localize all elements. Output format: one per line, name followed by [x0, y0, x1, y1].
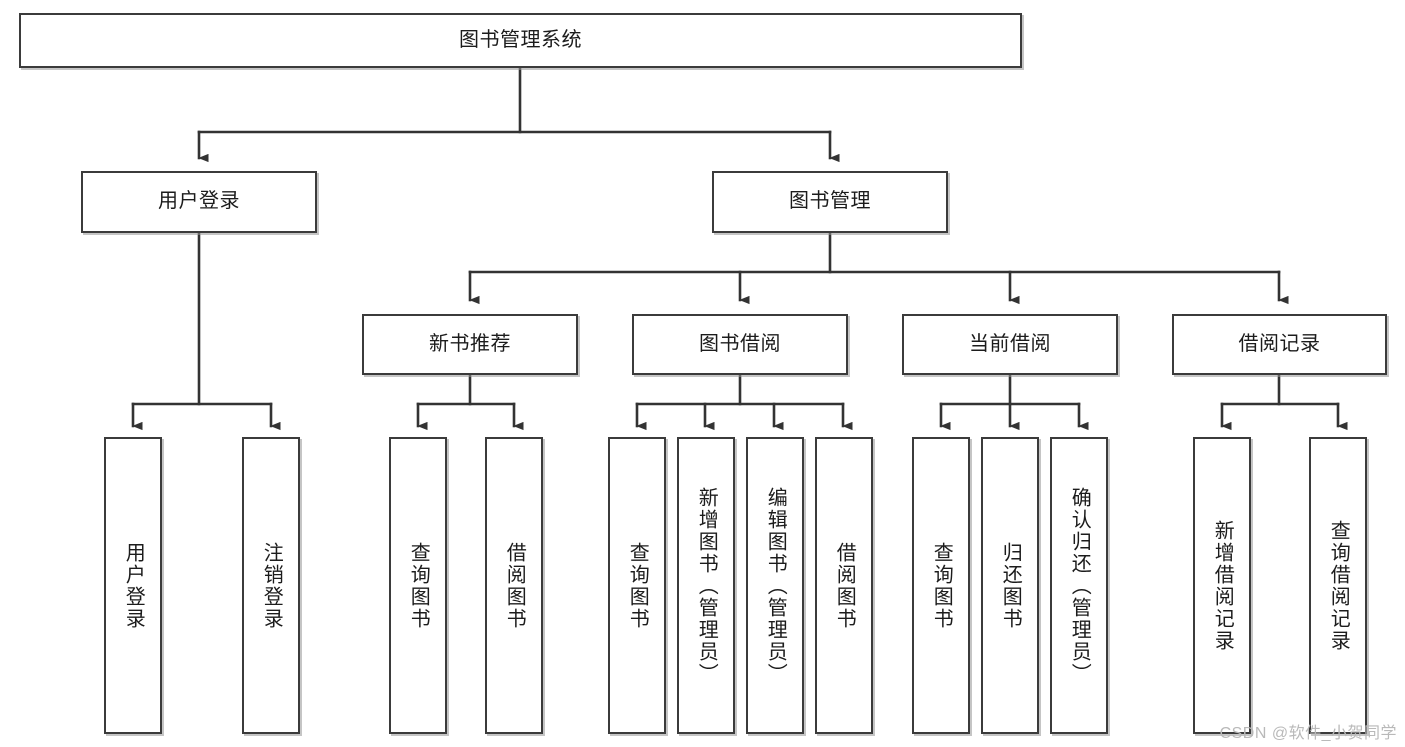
leaf-borrow-record-query[interactable]: 查询借阅记录 — [1309, 437, 1367, 734]
node-borrow-record[interactable]: 借阅记录 — [1172, 314, 1387, 375]
node-book-borrow-label: 图书借阅 — [699, 332, 781, 355]
leaf-borrow-record-add[interactable]: 新增借阅记录 — [1193, 437, 1251, 734]
leaf-book-borrow-edit-label: 编辑图书（管理员） — [764, 486, 787, 685]
node-new-book-recommend[interactable]: 新书推荐 — [362, 314, 578, 375]
csdn-watermark: CSDN @软件_小贺同学 — [1219, 725, 1397, 742]
leaf-new-book-query[interactable]: 查询图书 — [389, 437, 447, 734]
leaf-book-borrow-edit[interactable]: 编辑图书（管理员） — [746, 437, 804, 734]
leaf-user-login-logout[interactable]: 注销登录 — [242, 437, 300, 734]
node-borrow-record-label: 借阅记录 — [1238, 332, 1321, 355]
node-user-login[interactable]: 用户登录 — [81, 171, 317, 233]
leaf-book-borrow-borrow[interactable]: 借阅图书 — [815, 437, 873, 734]
leaf-current-borrow-return[interactable]: 归还图书 — [981, 437, 1039, 734]
leaf-borrow-record-query-label: 查询借阅记录 — [1327, 519, 1350, 652]
node-new-book-recommend-label: 新书推荐 — [429, 332, 511, 355]
leaf-user-login-login[interactable]: 用户登录 — [104, 437, 162, 734]
node-book-borrow[interactable]: 图书借阅 — [632, 314, 848, 375]
leaf-book-borrow-query-label: 查询图书 — [626, 541, 649, 630]
node-user-login-label: 用户登录 — [158, 190, 240, 213]
node-current-borrow-label: 当前借阅 — [969, 332, 1051, 355]
leaf-new-book-borrow[interactable]: 借阅图书 — [485, 437, 543, 734]
node-book-management-label: 图书管理 — [789, 190, 871, 213]
node-root[interactable]: 图书管理系统 — [19, 13, 1022, 68]
leaf-user-login-login-label: 用户登录 — [122, 541, 145, 630]
node-root-label: 图书管理系统 — [459, 28, 582, 51]
leaf-book-borrow-query[interactable]: 查询图书 — [608, 437, 666, 734]
leaf-book-borrow-borrow-label: 借阅图书 — [833, 541, 856, 630]
leaf-book-borrow-add[interactable]: 新增图书（管理员） — [677, 437, 735, 734]
node-book-management[interactable]: 图书管理 — [712, 171, 948, 233]
leaf-current-borrow-query-label: 查询图书 — [930, 541, 953, 630]
leaf-borrow-record-add-label: 新增借阅记录 — [1211, 519, 1234, 652]
leaf-current-borrow-confirm-return[interactable]: 确认归还（管理员） — [1050, 437, 1108, 734]
leaf-book-borrow-add-label: 新增图书（管理员） — [695, 486, 718, 685]
leaf-new-book-query-label: 查询图书 — [407, 541, 430, 630]
leaf-user-login-logout-label: 注销登录 — [260, 541, 283, 630]
leaf-new-book-borrow-label: 借阅图书 — [503, 541, 526, 630]
leaf-current-borrow-confirm-return-label: 确认归还（管理员） — [1068, 486, 1091, 685]
leaf-current-borrow-query[interactable]: 查询图书 — [912, 437, 970, 734]
node-current-borrow[interactable]: 当前借阅 — [902, 314, 1118, 375]
leaf-current-borrow-return-label: 归还图书 — [999, 541, 1022, 630]
